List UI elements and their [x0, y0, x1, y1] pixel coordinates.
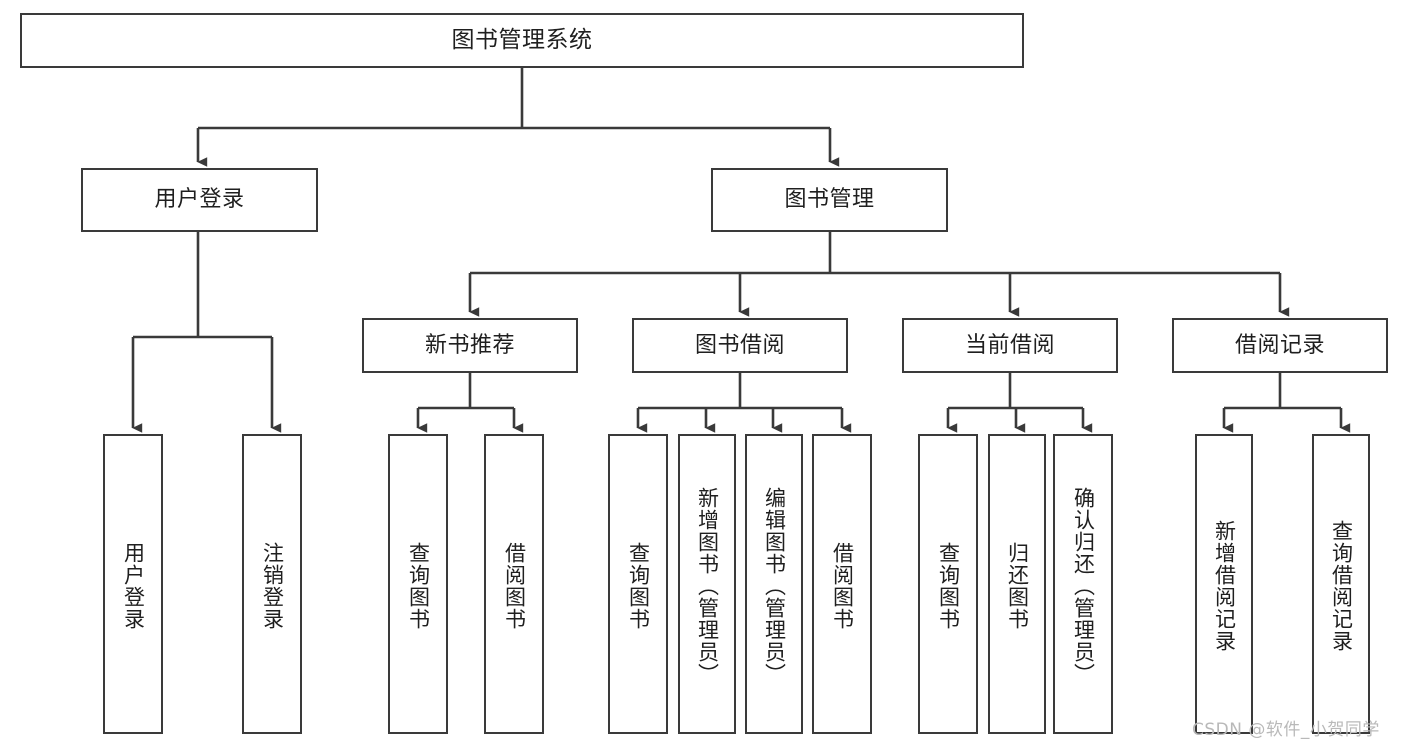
leaf-query-book-3-label: 查询图书 — [936, 542, 961, 630]
leaf-query-book-2[interactable]: 查询图书 — [608, 434, 668, 734]
leaf-add-record[interactable]: 新增借阅记录 — [1195, 434, 1253, 734]
node-current-borrow[interactable]: 当前借阅 — [902, 318, 1118, 373]
leaf-borrow-book-1[interactable]: 借阅图书 — [484, 434, 544, 734]
leaf-logout-login[interactable]: 注销登录 — [242, 434, 302, 734]
node-book-borrow[interactable]: 图书借阅 — [632, 318, 848, 373]
node-root[interactable]: 图书管理系统 — [20, 13, 1024, 68]
node-book-management-label: 图书管理 — [784, 187, 875, 213]
node-current-borrow-label: 当前借阅 — [964, 332, 1055, 358]
node-borrow-record-label: 借阅记录 — [1234, 332, 1325, 358]
leaf-edit-book[interactable]: 编辑图书（管理员） — [745, 434, 803, 734]
leaf-confirm-return-label: 确认归还（管理员） — [1071, 487, 1096, 685]
leaf-return-book[interactable]: 归还图书 — [988, 434, 1046, 734]
leaf-return-book-label: 归还图书 — [1005, 542, 1030, 630]
leaf-add-book[interactable]: 新增图书（管理员） — [678, 434, 736, 734]
node-new-book-recommend[interactable]: 新书推荐 — [362, 318, 578, 373]
leaf-query-record-label: 查询借阅记录 — [1329, 520, 1354, 652]
leaf-user-login-label: 用户登录 — [121, 542, 146, 630]
watermark: CSDN @软件_小贺同学 — [1192, 720, 1380, 740]
leaf-query-book-2-label: 查询图书 — [626, 542, 651, 630]
leaf-add-record-label: 新增借阅记录 — [1212, 520, 1237, 652]
leaf-query-book-1[interactable]: 查询图书 — [388, 434, 448, 734]
leaf-add-book-label: 新增图书（管理员） — [695, 487, 720, 685]
leaf-query-book-1-label: 查询图书 — [406, 542, 431, 630]
node-root-label: 图书管理系统 — [451, 27, 593, 54]
leaf-confirm-return[interactable]: 确认归还（管理员） — [1053, 434, 1113, 734]
node-book-borrow-label: 图书借阅 — [694, 332, 785, 358]
leaf-borrow-book-2-label: 借阅图书 — [830, 542, 855, 630]
leaf-logout-login-label: 注销登录 — [260, 542, 285, 630]
leaf-query-record[interactable]: 查询借阅记录 — [1312, 434, 1370, 734]
node-user-login[interactable]: 用户登录 — [81, 168, 318, 232]
node-borrow-record[interactable]: 借阅记录 — [1172, 318, 1388, 373]
leaf-user-login[interactable]: 用户登录 — [103, 434, 163, 734]
leaf-borrow-book-1-label: 借阅图书 — [502, 542, 527, 630]
leaf-query-book-3[interactable]: 查询图书 — [918, 434, 978, 734]
leaf-edit-book-label: 编辑图书（管理员） — [762, 487, 787, 685]
node-user-login-label: 用户登录 — [154, 187, 245, 213]
leaf-borrow-book-2[interactable]: 借阅图书 — [812, 434, 872, 734]
node-new-book-recommend-label: 新书推荐 — [424, 332, 515, 358]
node-book-management[interactable]: 图书管理 — [711, 168, 948, 232]
